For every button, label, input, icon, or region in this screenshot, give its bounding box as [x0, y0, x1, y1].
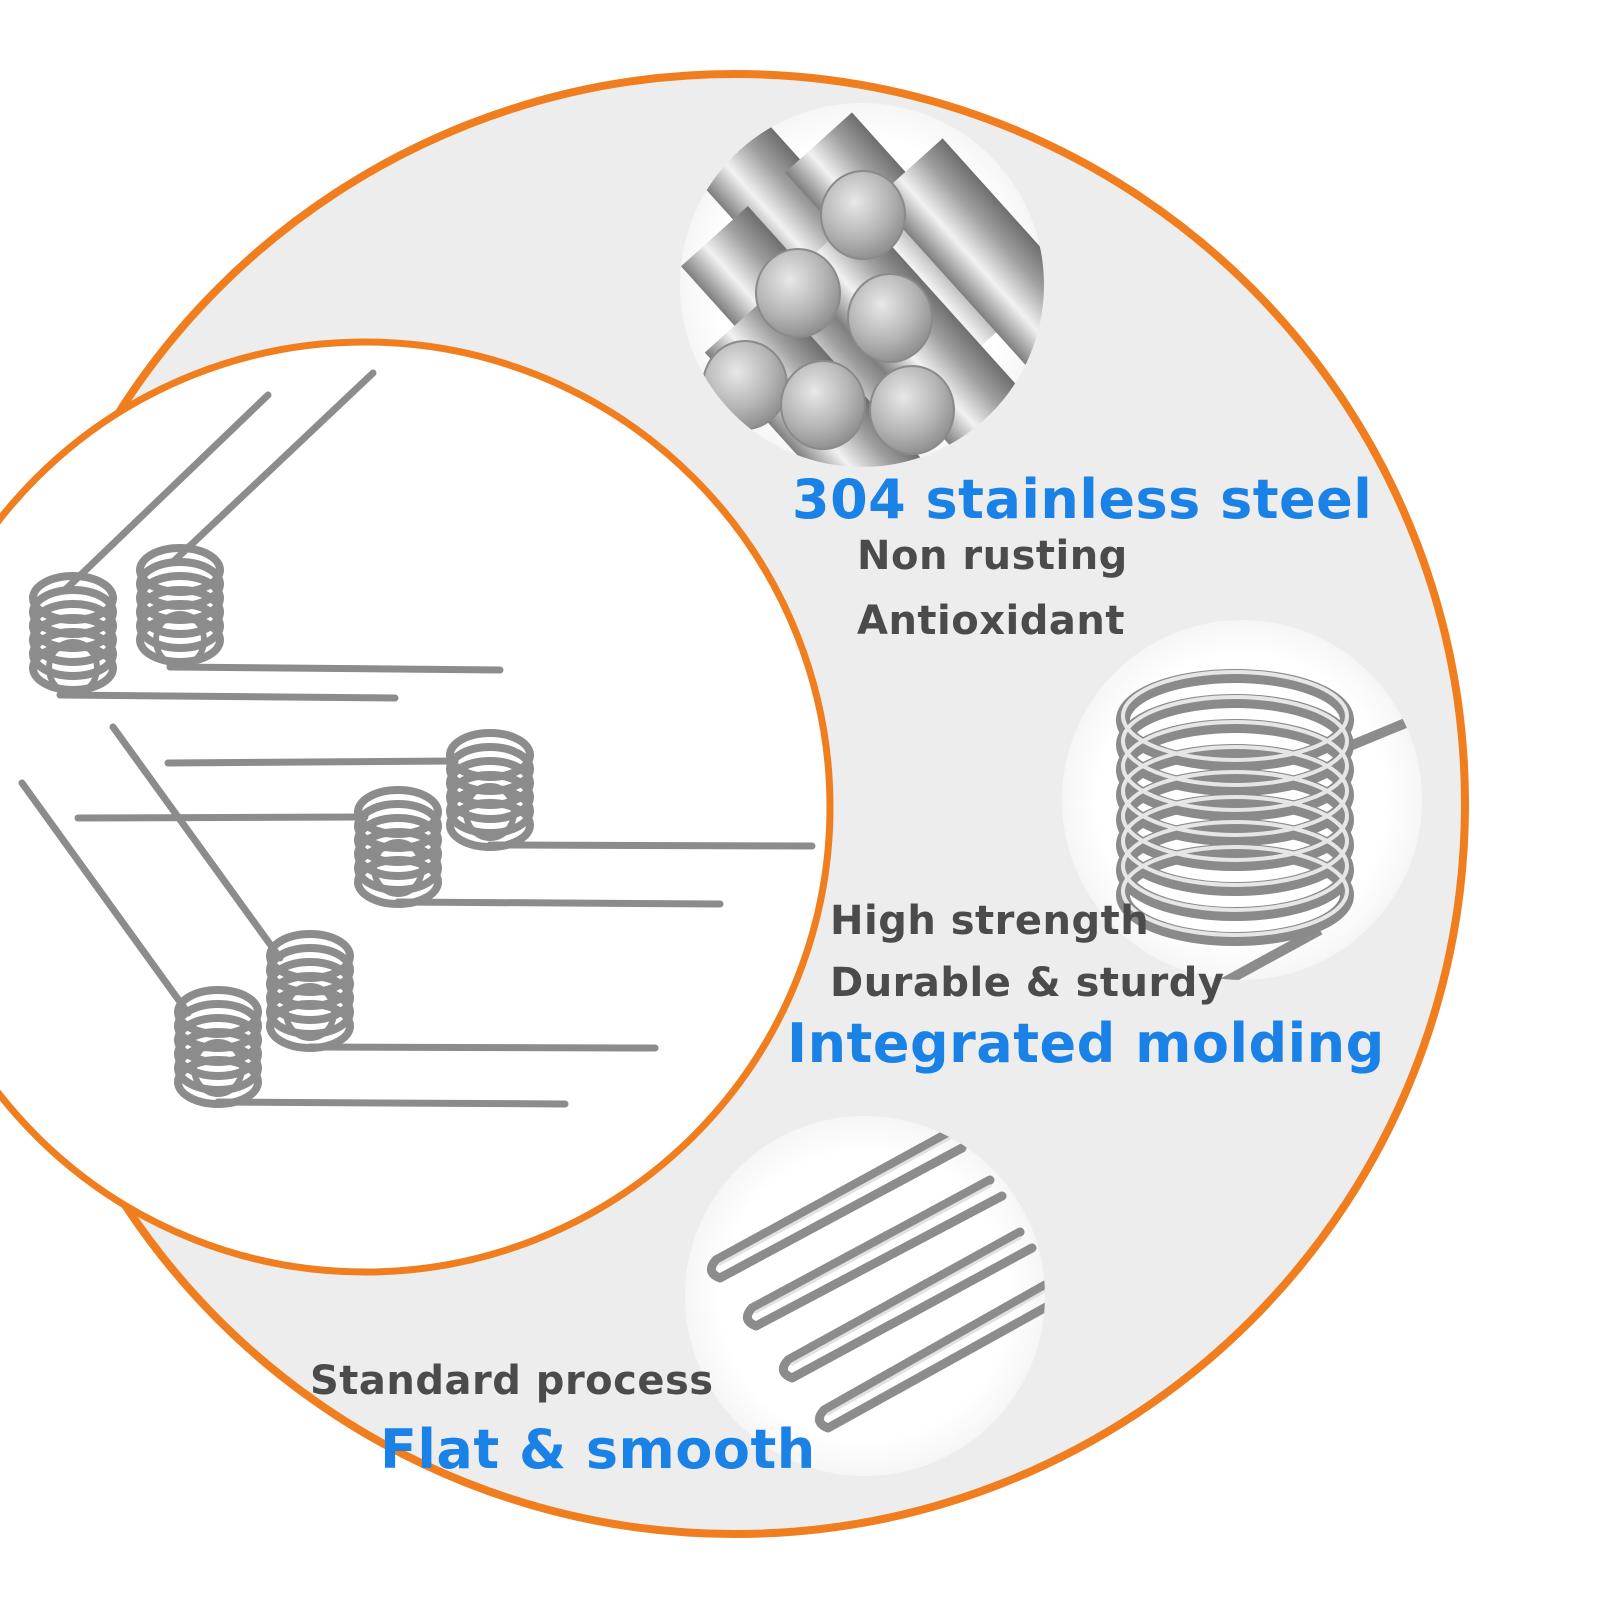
feature-title-molding: Integrated molding [787, 1012, 1385, 1075]
feature-line-high-strength: High strength [830, 898, 1150, 944]
spring-1 [29, 391, 399, 702]
torsion-springs [18, 369, 816, 1108]
feature-title-material: 304 stainless steel [792, 468, 1373, 531]
feature-line-antioxidant: Antioxidant [857, 598, 1125, 644]
spring-coil-closeup [1062, 620, 1422, 980]
wire-ends-closeup [685, 1116, 1045, 1476]
spring-3 [164, 729, 816, 851]
steel-rods [680, 103, 1044, 467]
feature-title-finish: Flat & smooth [380, 1418, 816, 1481]
spring-2 [136, 369, 504, 674]
spring-5 [109, 723, 659, 1052]
spring-6 [18, 779, 569, 1108]
feature-line-durable-sturdy: Durable & sturdy [830, 960, 1225, 1006]
spring-4 [74, 786, 724, 908]
feature-line-non-rusting: Non rusting [857, 533, 1128, 579]
feature-line-standard-process: Standard process [310, 1358, 714, 1404]
